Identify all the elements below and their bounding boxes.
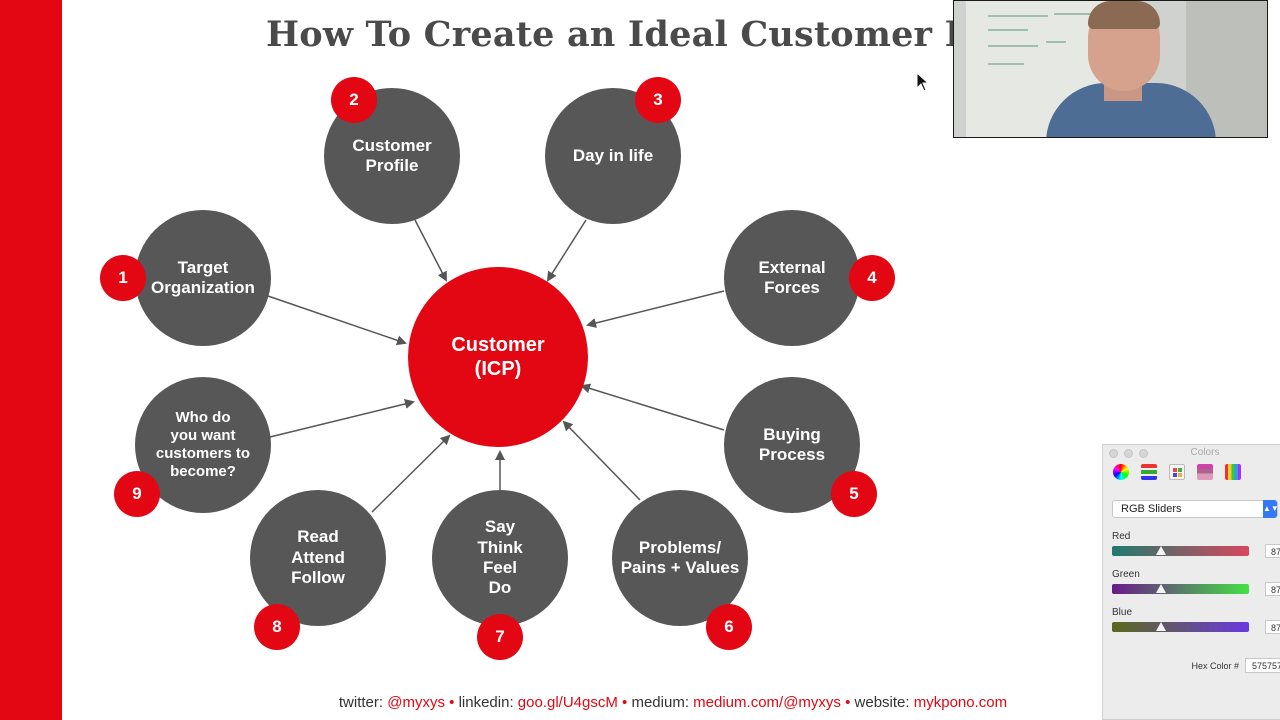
footer-twitter-link[interactable]: @myxys <box>387 694 445 711</box>
node-badge-number-1: 1 <box>118 268 128 287</box>
node-badge-number-3: 3 <box>653 90 663 109</box>
hex-color-field[interactable]: 575757 <box>1245 658 1280 673</box>
chevron-updown-icon: ▲▼ <box>1263 500 1279 518</box>
green-slider-label: Green <box>1112 569 1140 580</box>
node-label-7: Say Think Feel Do <box>477 517 523 598</box>
node-label-3: Day in life <box>572 145 654 165</box>
footer-linkedin-label: linkedin: <box>458 694 514 711</box>
node-badge-number-2: 2 <box>349 90 359 109</box>
minimize-icon[interactable] <box>1124 449 1133 458</box>
colors-panel: Colors RGB Sliders ▲▼ Red 87 Green 87 Bl… <box>1102 444 1280 720</box>
node-circle-9 <box>135 377 271 513</box>
node-label-9: Who do you want customers to become? <box>155 409 251 480</box>
arrow-5 <box>580 383 725 431</box>
presenter-hair <box>1088 1 1160 29</box>
node-badge-3 <box>635 77 681 123</box>
arrow-2 <box>414 219 447 282</box>
footer-medium-link[interactable]: medium.com/@myxys <box>693 694 841 711</box>
blue-slider-label: Blue <box>1112 607 1133 618</box>
arrow-6 <box>562 420 641 501</box>
arrow-8 <box>371 434 451 513</box>
node-label-1: Target Organization <box>151 257 255 297</box>
blue-slider[interactable] <box>1112 622 1249 632</box>
close-icon[interactable] <box>1109 449 1118 458</box>
node-label-4: External Forces <box>758 257 826 297</box>
red-slider-thumb[interactable] <box>1156 546 1166 555</box>
green-value-field[interactable]: 87 <box>1265 582 1280 596</box>
image-palettes-icon[interactable] <box>1197 464 1213 480</box>
node-badge-1 <box>100 255 146 301</box>
center-node-circle <box>408 267 588 447</box>
color-palettes-icon[interactable] <box>1169 464 1185 480</box>
colors-panel-title: Colors <box>1190 447 1220 458</box>
footer-separator: • <box>449 694 455 711</box>
blue-value-field[interactable]: 87 <box>1265 620 1280 634</box>
node-circle-7 <box>432 490 568 626</box>
webcam-overlay <box>953 0 1268 138</box>
slide-title: How To Create an Ideal Customer Profile <box>266 14 956 55</box>
node-circle-6 <box>612 490 748 626</box>
node-circle-4 <box>724 210 860 346</box>
node-label-5: Buying Process <box>758 424 826 464</box>
green-slider[interactable] <box>1112 584 1249 594</box>
node-badge-2 <box>331 77 377 123</box>
node-circle-3 <box>545 88 681 224</box>
node-label-2: Customer Profile <box>352 135 432 175</box>
footer-website-label: website: <box>854 694 910 711</box>
color-mode-value: RGB Sliders <box>1121 503 1182 515</box>
node-label-8: Read Attend Follow <box>291 527 345 588</box>
node-badge-number-7: 7 <box>495 627 505 646</box>
node-badge-9 <box>114 471 160 517</box>
footer-linkedin-link[interactable]: goo.gl/U4gscM <box>517 694 618 711</box>
node-badge-number-5: 5 <box>849 484 859 503</box>
footer-contact-line: twitter: @myxys • linkedin: goo.gl/U4gsc… <box>0 694 1280 711</box>
footer-medium-label: medium: <box>631 694 689 711</box>
node-badge-number-6: 6 <box>724 617 734 636</box>
node-circle-5 <box>724 377 860 513</box>
node-badge-5 <box>831 471 877 517</box>
node-badge-4 <box>849 255 895 301</box>
colors-panel-titlebar: Colors <box>1103 445 1280 461</box>
footer-website-link[interactable]: mykpono.com <box>913 694 1008 711</box>
color-wheel-icon[interactable] <box>1113 464 1129 480</box>
node-label-6: Problems/ Pains + Values <box>620 537 740 577</box>
arrow-4 <box>586 290 725 328</box>
node-badge-6 <box>706 604 752 650</box>
node-circle-8 <box>250 490 386 626</box>
node-badge-8 <box>254 604 300 650</box>
node-circle-1 <box>135 210 271 346</box>
color-sliders-icon[interactable] <box>1141 464 1157 480</box>
crayons-icon[interactable] <box>1225 464 1241 480</box>
green-slider-thumb[interactable] <box>1156 584 1166 593</box>
arrow-1 <box>267 295 407 346</box>
footer-separator: • <box>622 694 628 711</box>
color-mode-select[interactable]: RGB Sliders ▲▼ <box>1112 500 1279 518</box>
center-node-label: Customer (ICP) <box>451 334 545 380</box>
node-badge-7 <box>477 614 523 660</box>
red-value-field[interactable]: 87 <box>1265 544 1280 558</box>
zoom-icon[interactable] <box>1139 449 1148 458</box>
red-slider-label: Red <box>1112 531 1131 542</box>
hex-color-label: Hex Color # <box>1191 661 1239 671</box>
footer-separator: • <box>845 694 851 711</box>
arrow-9 <box>269 399 415 438</box>
footer-twitter-label: twitter: <box>338 694 384 711</box>
mouse-cursor-icon <box>916 72 930 92</box>
arrow-3 <box>546 219 587 282</box>
red-slider[interactable] <box>1112 546 1249 556</box>
node-badge-number-8: 8 <box>272 617 282 636</box>
blue-slider-thumb[interactable] <box>1156 622 1166 631</box>
node-badge-number-4: 4 <box>867 268 877 287</box>
slide-accent-bar <box>0 0 62 720</box>
node-badge-number-9: 9 <box>132 484 142 503</box>
